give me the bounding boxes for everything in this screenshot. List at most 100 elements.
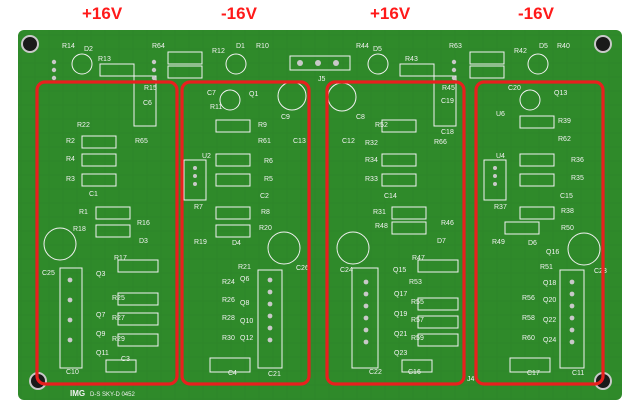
silk-label: R66 (434, 139, 447, 146)
silk-label: C7 (207, 90, 216, 97)
silk-label: Q1 (249, 91, 258, 98)
silk-label: R65 (135, 138, 148, 145)
silk-label: R7 (194, 204, 203, 211)
silk-label: R27 (112, 315, 125, 322)
pcb-trace-fill (18, 30, 622, 400)
silk-label: R42 (514, 48, 527, 55)
top-label-minus16v-right: -16V (518, 4, 554, 23)
silk-label: Q7 (96, 312, 105, 319)
silk-label: R8 (261, 209, 270, 216)
silk-label: C24 (340, 267, 353, 274)
silk-label: Q21 (394, 331, 407, 338)
silk-label: R45 (442, 85, 455, 92)
silk-label: C18 (441, 129, 454, 136)
silk-label: Q6 (240, 276, 249, 283)
silk-label: U2 (202, 153, 211, 160)
silk-label: Q22 (543, 317, 556, 324)
silk-label: Q12 (240, 335, 253, 342)
silk-label: R32 (365, 140, 378, 147)
silk-label: D6 (528, 240, 537, 247)
silk-label: R47 (412, 255, 425, 262)
top-label-plus16v-left: +16V (82, 4, 123, 23)
silk-label: R64 (152, 43, 165, 50)
silk-label: R55 (411, 299, 424, 306)
silk-label: Q19 (394, 311, 407, 318)
silk-label: Q23 (394, 350, 407, 357)
silk-label: R60 (522, 335, 535, 342)
silk-label: C21 (268, 371, 281, 378)
silk-label: D1 (236, 43, 245, 50)
silk-label: R6 (264, 158, 273, 165)
silk-label: R62 (558, 136, 571, 143)
silk-label: R15 (144, 85, 157, 92)
silk-label: C22 (369, 369, 382, 376)
silk-label: R21 (238, 264, 251, 271)
silk-label: Q10 (240, 318, 253, 325)
silk-label: D5 (539, 43, 548, 50)
silk-label: R49 (492, 239, 505, 246)
board-footer-text: D-S SKY-D 0452 (90, 392, 135, 398)
silk-label: R50 (561, 225, 574, 232)
highlight-box-plus16v-left (35, 80, 179, 386)
silk-label: R13 (98, 56, 111, 63)
silk-label: R14 (62, 43, 75, 50)
silk-label: Q15 (393, 267, 406, 274)
silk-label: J4 (467, 376, 475, 383)
silk-label: C26 (296, 265, 309, 272)
silk-label: R28 (222, 315, 235, 322)
silk-label: R63 (449, 43, 462, 50)
silk-label: C23 (594, 268, 607, 275)
silk-label: R20 (259, 225, 272, 232)
silk-label: R43 (405, 56, 418, 63)
highlight-box-minus16v-right (474, 80, 605, 386)
silk-label: D5 (373, 46, 382, 53)
silk-label: R12 (212, 48, 225, 55)
silk-label: C15 (560, 193, 573, 200)
silk-label: R19 (194, 239, 207, 246)
silk-label: R1 (79, 209, 88, 216)
silk-label: Q8 (240, 300, 249, 307)
silk-label: R5 (264, 176, 273, 183)
silk-label: C2 (260, 193, 269, 200)
silk-label: C17 (527, 370, 540, 377)
silk-label: R10 (256, 43, 269, 50)
board-footer-logo: IMG (70, 389, 85, 398)
silk-label: C16 (408, 369, 421, 376)
silk-label: C25 (42, 270, 55, 277)
silk-label: Q3 (96, 271, 105, 278)
silk-label: R2 (66, 138, 75, 145)
silk-label: R34 (365, 157, 378, 164)
silk-label: Q13 (554, 90, 567, 97)
silk-label: C13 (293, 138, 306, 145)
silk-label: D2 (84, 46, 93, 53)
silk-label: C8 (356, 114, 365, 121)
silk-label: Q24 (543, 337, 556, 344)
silk-label: R30 (222, 335, 235, 342)
silk-label: R17 (114, 255, 127, 262)
silk-label: R52 (375, 122, 388, 129)
silk-label: D4 (232, 240, 241, 247)
silk-label: U6 (496, 111, 505, 118)
silk-label: R9 (258, 122, 267, 129)
top-label-minus16v-left: -16V (221, 4, 257, 23)
silk-label: R3 (66, 176, 75, 183)
silk-label: C1 (89, 191, 98, 198)
silk-label: R57 (411, 317, 424, 324)
silk-label: R53 (409, 279, 422, 286)
silk-label: R16 (137, 220, 150, 227)
silk-label: C4 (228, 370, 237, 377)
silk-label: R35 (571, 175, 584, 182)
silk-label: R26 (222, 297, 235, 304)
silk-label: C11 (572, 370, 584, 377)
silk-label: R51 (540, 264, 553, 271)
silk-label: R18 (73, 226, 86, 233)
silk-label: R44 (356, 43, 369, 50)
silk-label: R31 (373, 209, 386, 216)
silk-label: C6 (143, 100, 152, 107)
silk-label: R33 (365, 176, 378, 183)
silk-label: C3 (121, 356, 130, 363)
silk-label: R58 (522, 315, 535, 322)
silk-label: R48 (375, 223, 388, 230)
